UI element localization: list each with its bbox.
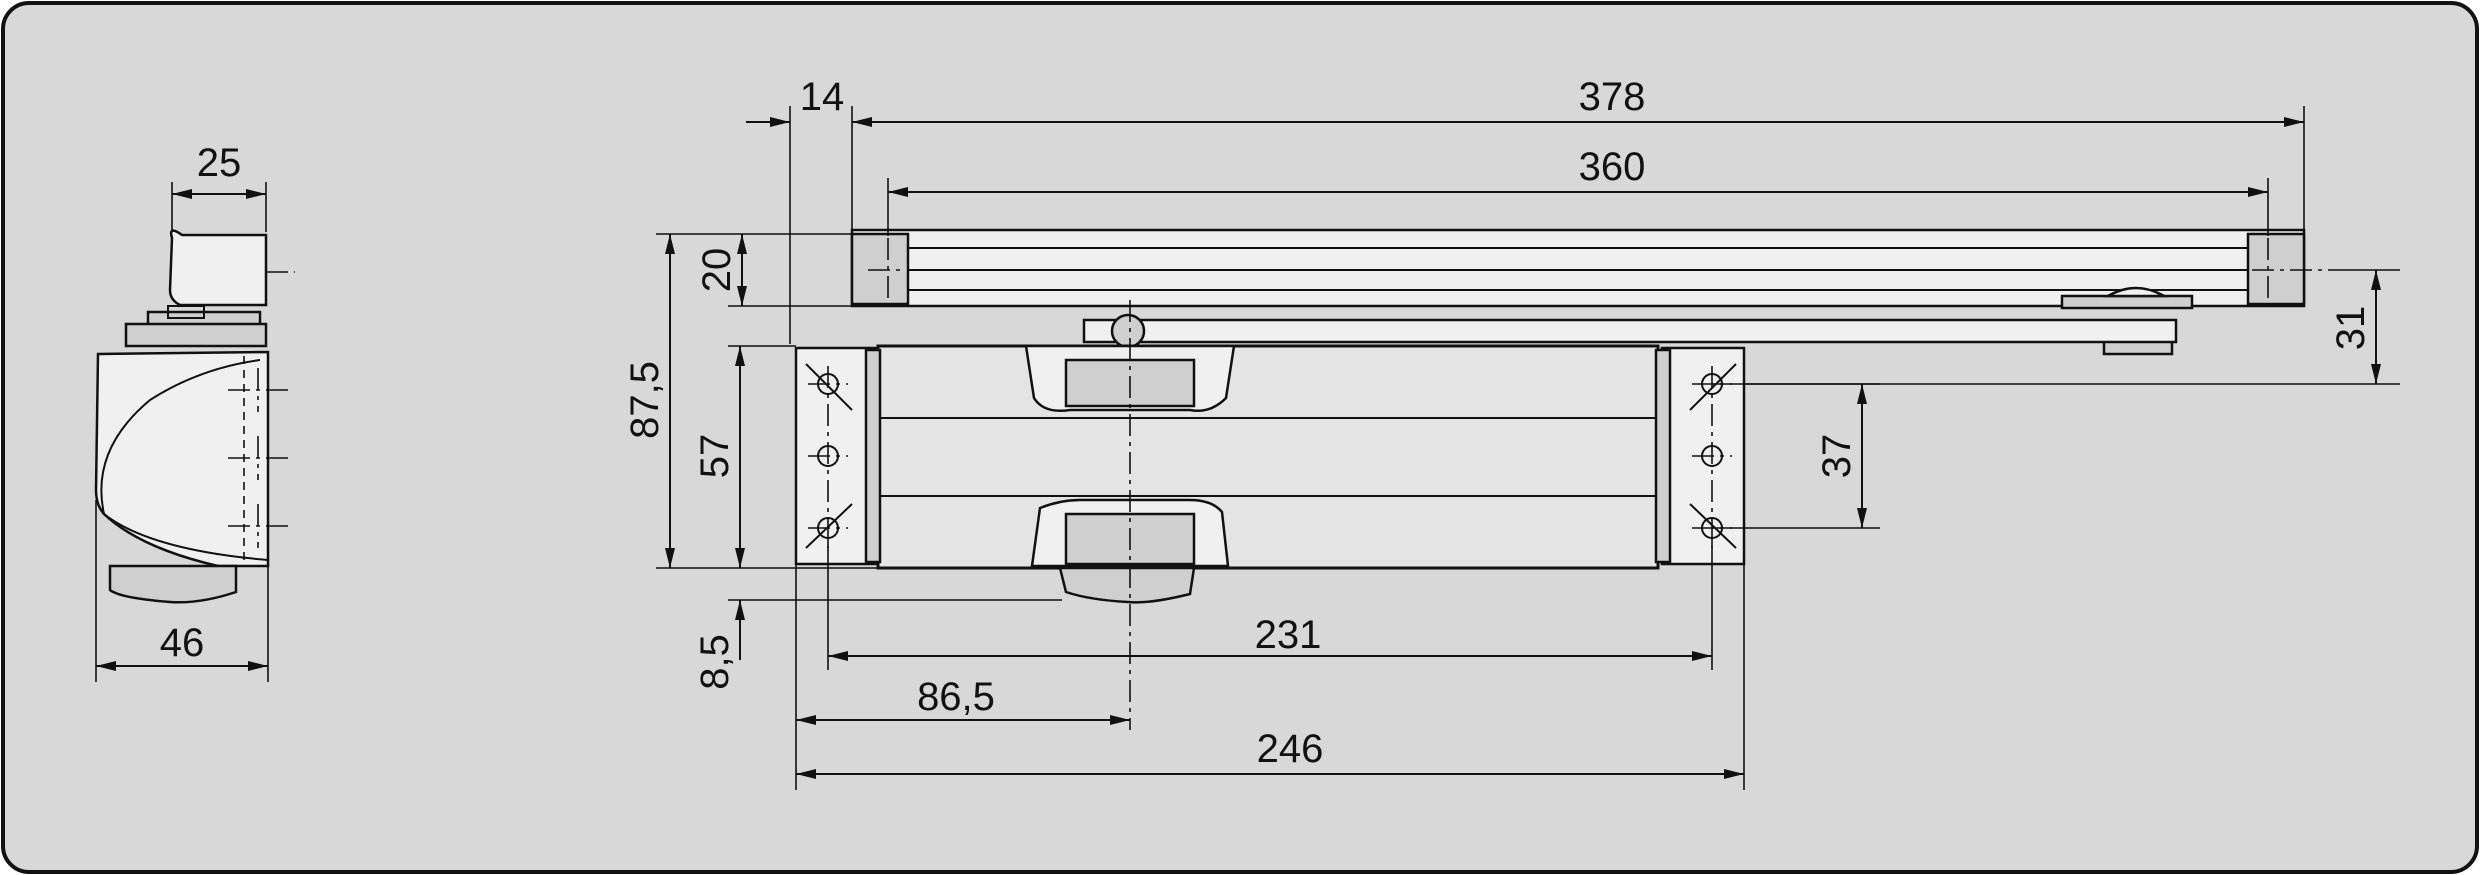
lever-arm	[1082, 318, 2178, 344]
dim-rail-hole-offset: 31	[2329, 306, 2373, 351]
dim-total-height: 87,5	[623, 361, 667, 439]
dim-body-length: 246	[1257, 727, 1324, 771]
dim-hole-spacing-horizontal: 231	[1255, 613, 1322, 657]
dim-axis-offset: 86,5	[917, 675, 995, 719]
dim-side-top-width: 25	[197, 141, 242, 185]
dim-overall-length: 378	[1579, 75, 1646, 119]
front-view: 14 378 360 20 87,5 57 8,5 231	[623, 75, 2400, 790]
dim-bottom-offset: 8,5	[693, 634, 737, 690]
side-view: 25 46	[94, 141, 295, 682]
side-arm-head	[168, 229, 268, 307]
side-pinion-cap	[108, 564, 238, 604]
rail-end-cap-right	[2246, 232, 2306, 306]
closer-body	[876, 344, 1660, 570]
dim-rail-height: 20	[695, 248, 739, 293]
side-body	[94, 350, 270, 568]
side-shaft-collar	[124, 322, 268, 348]
rail-slider	[2060, 294, 2194, 310]
dim-body-height: 57	[693, 434, 737, 479]
mounting-holes-left	[805, 363, 853, 549]
dim-arm-offset: 14	[800, 75, 845, 119]
slide-rail	[850, 228, 2306, 308]
rail-end-cap-left	[850, 232, 910, 306]
pinion-cap	[1058, 566, 1196, 604]
dim-side-bottom-width: 46	[160, 621, 205, 665]
dim-hole-spacing-vertical: 37	[1815, 434, 1859, 479]
dim-rail-length: 360	[1579, 145, 1646, 189]
